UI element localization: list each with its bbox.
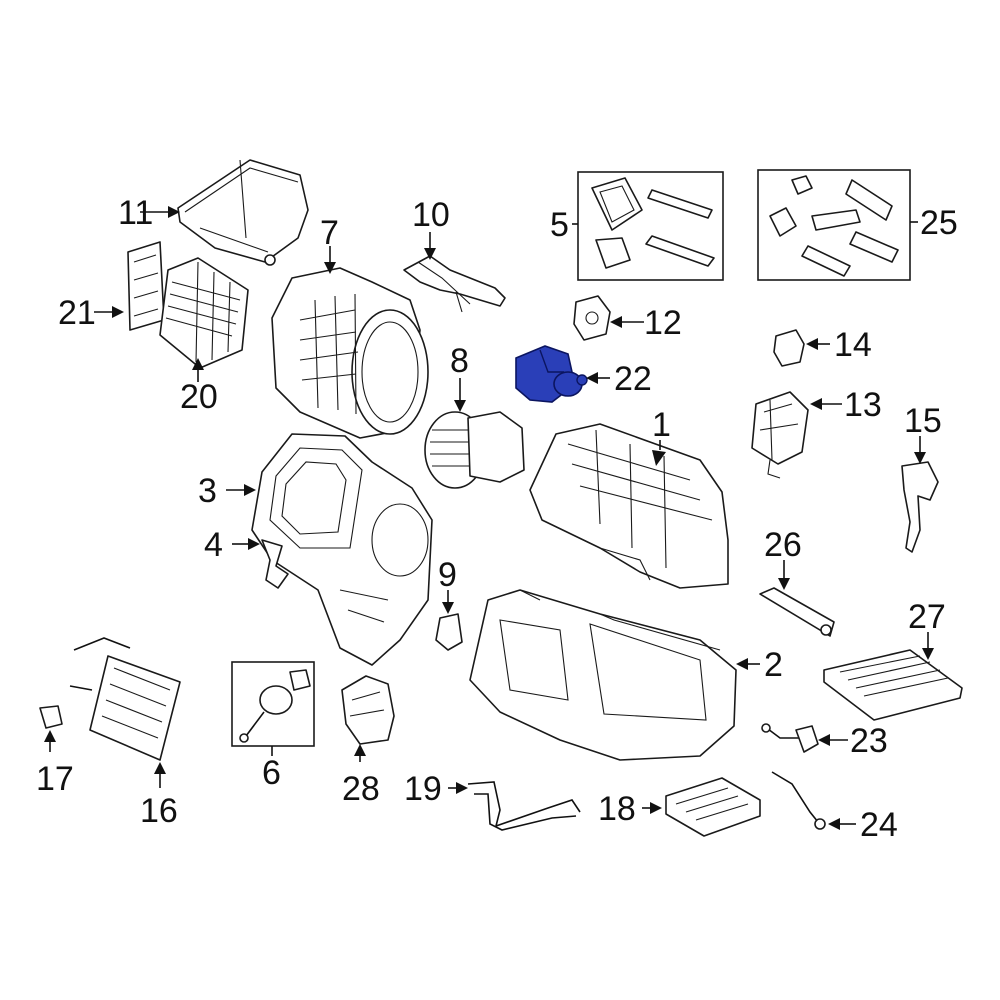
callout-10: 10 [412,196,450,234]
part-4-seal [261,539,289,589]
callout-23: 23 [850,722,888,760]
part-23-sensor [761,723,819,753]
callout-24: 24 [860,806,898,844]
callout-7: 7 [320,214,339,252]
part-8-blower-motor [424,411,525,489]
callout-21: 21 [58,294,96,332]
part-17-clip [39,705,63,729]
part-9-grommet [435,613,463,651]
callout-8: 8 [450,342,469,380]
leader-lines [44,206,934,830]
callout-2: 2 [764,646,783,684]
callout-26: 26 [764,526,802,564]
part-13-actuator-bracket [751,391,809,479]
part-24-sensor-wire [771,771,826,830]
part-27-panel [823,649,963,721]
callout-11: 11 [118,194,153,232]
callout-14: 14 [834,326,872,364]
part-21-filter-frame [127,241,165,331]
callout-17: 17 [36,760,74,798]
part-14-actuator [773,329,805,367]
callout-5: 5 [550,206,569,244]
part-5-seal-kit [577,171,724,281]
callout-19: 19 [404,770,442,808]
callout-13: 13 [844,386,882,424]
part-3-housing [251,433,433,666]
callout-6: 6 [262,754,281,792]
callout-3: 3 [198,472,217,510]
part-22-actuator-highlighted [515,345,588,403]
callout-4: 4 [204,526,223,564]
part-18-heater-core [665,777,761,837]
callout-labels: 1 2 3 4 5 6 7 8 9 10 11 12 13 14 15 16 1… [36,194,958,844]
part-15-door-arm [901,461,939,553]
part-7-blower-housing [271,267,429,439]
part-28-duct [341,675,395,745]
part-1-hvac-case-upper [529,423,729,589]
callout-12: 12 [644,304,682,342]
part-6-mount-kit [231,661,315,747]
callout-25: 25 [920,204,958,242]
part-2-hvac-case-lower [469,589,737,761]
callout-9: 9 [438,556,457,594]
part-16-evaporator [69,637,181,761]
callout-16: 16 [140,792,178,830]
callout-18: 18 [598,790,636,828]
part-25-connector-kit [757,169,911,281]
callout-1: 1 [652,406,671,444]
callout-22: 22 [614,360,652,398]
callout-27: 27 [908,598,946,636]
callout-28: 28 [342,770,380,808]
part-12-actuator [573,295,611,341]
callout-20: 20 [180,378,218,416]
part-20-cabin-filter [159,257,249,369]
part-10-bracket [403,255,506,313]
part-26-rod [759,587,835,637]
part-11-cover [177,159,309,266]
callout-15: 15 [904,402,942,440]
part-19-ac-lines [467,781,581,831]
